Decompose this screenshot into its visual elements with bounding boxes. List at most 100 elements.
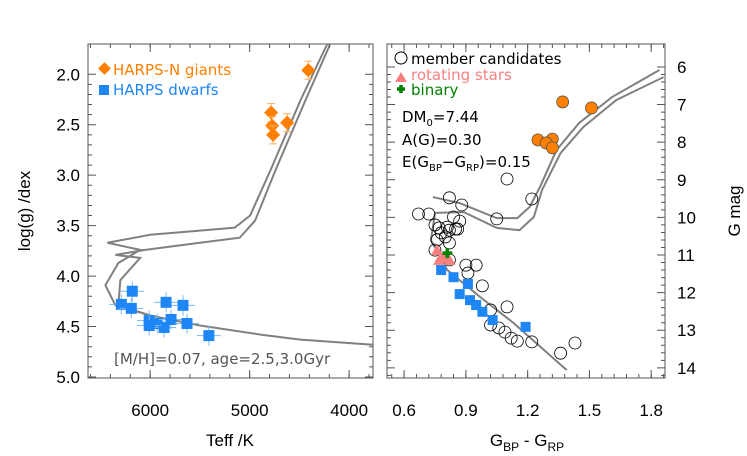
isochrone-line — [115, 43, 332, 317]
dwarf-point — [125, 302, 137, 314]
dwarf-point — [462, 278, 473, 289]
dwarf-point — [160, 296, 172, 308]
x-tick-label: 4000 — [330, 401, 368, 420]
member-candidate-point — [459, 258, 473, 272]
legend-rotating-stars: rotating stars — [411, 66, 512, 84]
dwarf-point — [165, 313, 177, 325]
member-candidate-point — [554, 346, 567, 360]
dwarf-point — [143, 320, 155, 332]
member-candidate-point — [525, 192, 539, 206]
y-tick-label: 7 — [677, 96, 686, 115]
dwarf-point — [158, 322, 170, 334]
giant-point — [545, 141, 559, 155]
member-candidate-point — [475, 279, 489, 293]
dwarf-point — [520, 321, 531, 332]
legend-member-candidates: member candidates — [411, 50, 562, 68]
member-candidate-point — [525, 335, 539, 349]
reddening-annotation: E(GBP−GRP)=0.15 — [402, 153, 531, 174]
legend-diamond-icon — [98, 62, 111, 75]
right-panel-cmd: 0.6 0.9 1.2 1.5 1.8 6 7 8 9 10 11 12 13 14 member can… — [386, 43, 744, 454]
x-tick-label: 0.6 — [392, 401, 416, 420]
member-candidate-point — [453, 214, 467, 228]
legend-plus-icon — [397, 85, 405, 93]
member-candidate-point — [428, 243, 442, 257]
y-tick-label: 14 — [677, 359, 696, 378]
member-candidate-point — [442, 236, 456, 250]
y-tick-label: 9 — [677, 171, 686, 190]
y-axis-label-gmag: G mag — [725, 185, 744, 236]
dwarf-point — [126, 285, 138, 297]
giant-point — [301, 63, 316, 78]
binary-point — [442, 248, 453, 259]
y-tick-label: 8 — [677, 133, 686, 152]
member-candidate-point — [422, 207, 436, 221]
member-candidate-point — [492, 321, 506, 335]
y-tick-label: 11 — [677, 246, 695, 265]
member-candidate-point — [461, 266, 475, 280]
x-tick-label: 1.8 — [639, 401, 663, 420]
x-axis-label-teff: Teff /K — [206, 431, 255, 450]
right-legend: member candidates rotating stars binary — [394, 50, 562, 99]
giant-point — [266, 127, 281, 142]
y-tick-label: 13 — [677, 321, 696, 340]
y-tick-label: 10 — [677, 208, 696, 227]
rotating-star-point — [437, 251, 450, 263]
left-panel-frame — [87, 43, 374, 379]
dwarf-point — [115, 298, 127, 310]
dwarf-point — [464, 295, 475, 306]
member-candidate-point — [428, 218, 442, 232]
member-candidate-point — [504, 331, 518, 345]
member-candidate-point — [412, 207, 425, 221]
x-tick-label: 5000 — [231, 401, 269, 420]
dwarf-point — [177, 299, 189, 311]
x-tick-label: 1.2 — [516, 401, 540, 420]
giant-point — [556, 95, 570, 109]
legend-harps-dwarfs: HARPS dwarfs — [113, 81, 219, 99]
member-candidate-point — [455, 198, 469, 212]
y-tick-label: 6 — [677, 58, 686, 77]
legend-square-icon — [99, 85, 109, 95]
y-tick-label: 5.0 — [56, 368, 80, 387]
dwarf-point — [151, 318, 163, 330]
y-tick-label: 3.5 — [56, 217, 80, 236]
dwarf-point — [477, 306, 488, 317]
member-candidate-point — [434, 226, 448, 240]
y-axis-label-logg: log(g) /dex — [15, 170, 34, 251]
left-legend: HARPS-N giants HARPS dwarfs — [98, 61, 231, 99]
legend-harps-n-giants: HARPS-N giants — [113, 61, 231, 79]
member-candidate-point — [500, 172, 514, 186]
y-tick-label: 2.0 — [56, 65, 80, 84]
y-tick-label: 2.5 — [56, 116, 80, 135]
dwarf-point — [436, 265, 447, 276]
legend-binary: binary — [411, 81, 459, 99]
isochrone-line — [434, 76, 664, 232]
member-candidate-point — [442, 191, 456, 205]
member-candidate-point — [469, 258, 483, 272]
dwarf-point — [454, 289, 465, 300]
x-axis-label-color: GBP - GRP — [490, 431, 564, 454]
giant-point — [280, 115, 295, 130]
member-candidate-point — [500, 300, 514, 314]
member-candidate-point — [451, 222, 465, 236]
y-tick-label: 12 — [677, 284, 696, 303]
y-tick-label: 3.0 — [56, 166, 80, 185]
extinction-annotation: A(G)=0.30 — [402, 131, 482, 149]
rotating-star-point — [431, 244, 444, 256]
legend-open-circle-icon — [394, 51, 408, 65]
giant-point — [585, 101, 598, 115]
giant-point — [264, 105, 279, 120]
dwarf-point — [471, 300, 482, 311]
dwarf-point — [203, 330, 215, 342]
member-candidate-point — [442, 223, 456, 237]
right-panel-frame — [386, 43, 666, 379]
dwarf-point — [181, 318, 193, 330]
dwarf-point — [448, 272, 459, 283]
y-tick-label: 4.0 — [56, 267, 80, 286]
x-tick-label: 6000 — [131, 401, 169, 420]
x-tick-label: 0.9 — [454, 401, 478, 420]
legend-triangle-icon — [395, 72, 407, 82]
member-candidate-point — [490, 212, 504, 226]
x-tick-label: 1.5 — [578, 401, 602, 420]
